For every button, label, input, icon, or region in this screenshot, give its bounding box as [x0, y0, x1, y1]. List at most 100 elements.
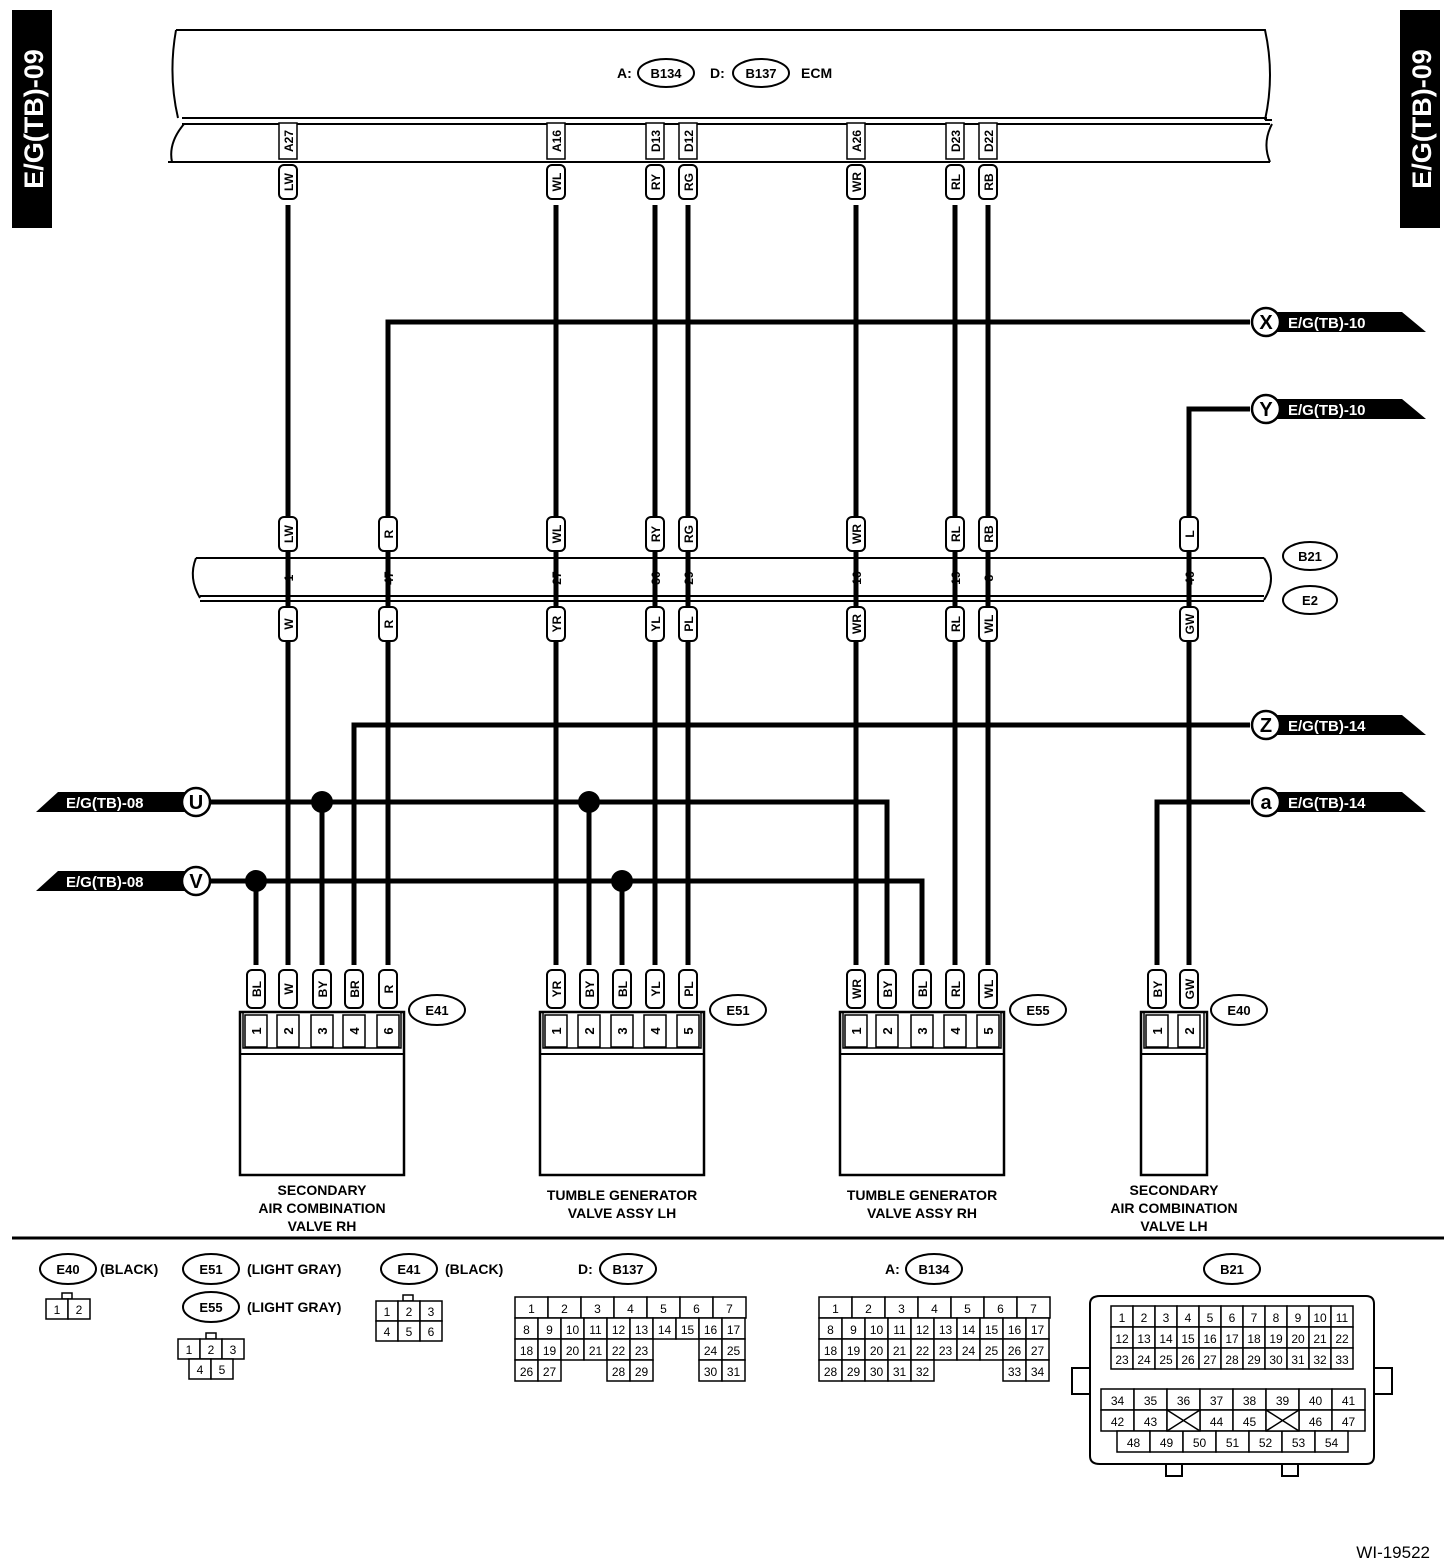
e51-wire-BL-3: BL [612, 969, 632, 1009]
e2-wire-WL-text: WL [982, 615, 996, 634]
legend-b134-cell-17: 17 [1031, 1323, 1045, 1337]
e51-wire-YL-4-text: YL [649, 981, 663, 996]
b21-top-wire-RG-text: RG [682, 525, 696, 543]
wire-segment [210, 878, 925, 965]
ecm-wire-WL-frame [546, 164, 566, 200]
legend-b137-cell-2: 2 [561, 1302, 568, 1316]
legend-b21-cell-25: 25 [1159, 1353, 1173, 1367]
ecm-wire-RG-text: RG [682, 173, 696, 191]
ecm-wire-RG-frame [678, 164, 698, 200]
legend-b21-cell-36: 36 [1177, 1394, 1191, 1408]
legend-b21-cell-17: 17 [1225, 1332, 1239, 1346]
ecm-wire-WR: WR [846, 164, 866, 200]
ref-Y-letter: Y [1259, 399, 1273, 421]
legend-b21-cell-49: 49 [1160, 1436, 1174, 1450]
ecm-wire-RY: RY [645, 164, 665, 200]
legend-b134-id: B134 [918, 1262, 950, 1277]
ecm-pin-D22-frame [978, 122, 998, 160]
ecm-wire-WR-text: WR [850, 172, 864, 192]
b21-top-wire-RB-text: RB [982, 525, 996, 543]
e51-pin-4: 4 [648, 1027, 663, 1035]
legend-b21-cell-24: 24 [1137, 1353, 1151, 1367]
e41-pin-1: 1 [249, 1027, 264, 1034]
b21-pin-19: 19 [949, 571, 963, 585]
e41-wire-W-2: W [278, 969, 298, 1009]
e41-pin-2: 2 [281, 1027, 296, 1034]
ecm-wire-RY-text: RY [649, 174, 663, 190]
e2-wire-YR: YR [546, 606, 566, 642]
e2-wire-PL-text: PL [682, 616, 696, 631]
legend-b21-cell-35: 35 [1144, 1394, 1158, 1408]
legend-b21-cell-11: 11 [1336, 1311, 1349, 1325]
legend-b137-cell-6: 6 [693, 1302, 700, 1316]
legend-b21-cell-41: 41 [1342, 1394, 1356, 1408]
legend-e40-cell-2: 2 [76, 1303, 83, 1317]
legend-b137-cell-24: 24 [704, 1344, 718, 1358]
legend-b134-cell-4: 4 [931, 1302, 938, 1316]
legend-e55-cell-3: 3 [230, 1343, 237, 1357]
e51-wire-YR-1-frame [546, 969, 566, 1009]
e2-wire-YR-text: YR [550, 615, 564, 632]
b21-top-wire-RG-frame [678, 516, 698, 552]
ref-Z-page: E/G(TB)-14 [1288, 718, 1366, 735]
legend-b137-cell-7: 7 [726, 1302, 733, 1316]
legend-b134-cell-7: 7 [1030, 1302, 1037, 1316]
legend-b134-prefix: A: [885, 1261, 900, 1277]
b21-top-wire-L-frame [1179, 516, 1199, 552]
ecm-pin-D12-frame [678, 122, 698, 160]
b21-pin-27: 27 [550, 571, 564, 585]
b21-top-wire-RL-text: RL [949, 526, 963, 542]
e2-wire-YR-frame [546, 606, 566, 642]
legend-b21-cell-33: 33 [1335, 1353, 1349, 1367]
ecm-pin-D12: D12 [678, 122, 698, 160]
legend-b134-cell-9: 9 [850, 1323, 857, 1337]
e55-name-line-2: VALVE ASSY RH [867, 1205, 977, 1221]
legend-e40-cell-1: 1 [54, 1303, 61, 1317]
e51-pin-5: 5 [681, 1027, 696, 1034]
legend-b21-cell-8: 8 [1273, 1311, 1280, 1325]
b21-top-wire-R-frame [378, 516, 398, 552]
e40-wire-GW-2-frame [1179, 969, 1199, 1009]
e40-wire-BY-1-frame [1147, 969, 1167, 1009]
e51-pin-2: 2 [582, 1027, 597, 1034]
legend-b21-cell-23: 23 [1115, 1353, 1129, 1367]
e41-wire-W-2-text: W [282, 983, 296, 995]
ecm-pin-A27-frame [278, 122, 298, 160]
ecm-pin-D22-text: D22 [982, 130, 996, 152]
e41-wire-W-2-frame [278, 969, 298, 1009]
ecm-wire-RB: RB [978, 164, 998, 200]
b21-top-wire-LW-frame [278, 516, 298, 552]
ref-a-page: E/G(TB)-14 [1288, 795, 1366, 812]
legend-b21-cell-42: 42 [1111, 1415, 1125, 1429]
legend-e55-cell-2: 2 [208, 1343, 215, 1357]
legend-b134-cell-25: 25 [985, 1344, 999, 1358]
legend-e51-id: E51 [199, 1262, 222, 1277]
e51-wire-PL-5-text: PL [682, 981, 696, 996]
legend-b21-cell-52: 52 [1259, 1436, 1273, 1450]
e2-wire-R-text: R [382, 619, 396, 628]
e55-pin-4: 4 [948, 1027, 963, 1035]
legend-b21-cell-6: 6 [1229, 1311, 1236, 1325]
e2-wire-R-frame [378, 606, 398, 642]
legend-b137-cell-25: 25 [727, 1344, 741, 1358]
e55-wire-WR-1-text: WR [850, 979, 864, 999]
legend-e55-cell-1: 1 [186, 1343, 193, 1357]
e2-wire-R: R [378, 606, 398, 642]
wire-segment [351, 722, 1250, 965]
legend-b137-cell-10: 10 [566, 1323, 580, 1337]
side-tab-left: E/G(TB)-09 [12, 10, 52, 228]
e2-wire-RL-text: RL [949, 616, 963, 632]
ecm-wire-RB-frame [978, 164, 998, 200]
e41-wire-R-5-text: R [382, 984, 396, 993]
legend-e41-id: E41 [397, 1262, 420, 1277]
ecm-wire-RL-text: RL [949, 174, 963, 190]
legend-b134-cell-13: 13 [939, 1323, 953, 1337]
b21-top-wire-R-text: R [382, 529, 396, 538]
b21-pin-29: 29 [682, 571, 696, 585]
b21-pin-47: 47 [382, 571, 396, 585]
